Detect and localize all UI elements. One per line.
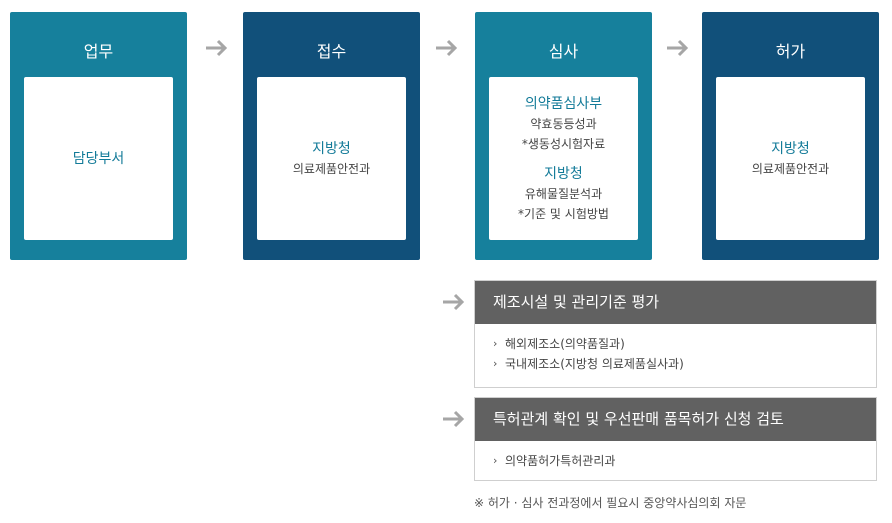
stage-box: 지방청 의료제품안전과 [716, 77, 865, 240]
chevron-right-icon: › [493, 337, 498, 350]
stage-box-heading: 담당부서 [72, 150, 125, 167]
chevron-right-icon: › [493, 454, 498, 467]
footnote: ※ 허가 · 심사 전과정에서 필요시 중앙약사심의회 자문 [474, 496, 747, 510]
stage-box-subtext: 유해물질분석과 [524, 186, 603, 201]
panel-body: › 해외제조소(의약품질과) › 국내제조소(지방청 의료제품실사과) [475, 324, 876, 374]
stage-box-subtext: 의료제품안전과 [292, 161, 371, 176]
panel-title: 특허관계 확인 및 우선판매 품목허가 신청 검토 [475, 398, 876, 441]
arrow-right-icon [442, 409, 466, 429]
arrow-right-icon [435, 38, 459, 58]
panel-body: › 의약품허가특허관리과 [475, 441, 876, 471]
list-item-text: 국내제조소(지방청 의료제품실사과) [505, 357, 684, 371]
list-item-text: 의약품허가특허관리과 [505, 454, 616, 468]
stage-box-heading: 의약품심사부 [524, 95, 603, 112]
stage-box-heading: 지방청 [312, 140, 351, 157]
stage-box-subtext: *생동성시험자료 [521, 136, 606, 151]
stage-box: 의약품심사부 약효동등성과 *생동성시험자료 지방청 유해물질분석과 *기준 및… [489, 77, 638, 240]
arrow-right-icon [442, 292, 466, 312]
stage-box-heading: 지방청 [771, 140, 810, 157]
stage-title: 접수 [316, 42, 347, 61]
list-item-text: 해외제조소(의약품질과) [505, 337, 625, 351]
panel-patent-review: 특허관계 확인 및 우선판매 품목허가 신청 검토 › 의약품허가특허관리과 [474, 397, 877, 481]
panel-title: 제조시설 및 관리기준 평가 [475, 281, 876, 324]
stage-review: 심사 의약품심사부 약효동등성과 *생동성시험자료 지방청 유해물질분석과 *기… [475, 12, 652, 260]
stage-box: 담당부서 [24, 77, 173, 240]
stage-box: 지방청 의료제품안전과 [257, 77, 406, 240]
list-item: › 해외제조소(의약품질과) [493, 334, 876, 354]
stage-box-subtext: *기준 및 시험방법 [518, 206, 609, 221]
stage-box-heading: 지방청 [544, 165, 583, 182]
list-item: › 국내제조소(지방청 의료제품실사과) [493, 354, 876, 374]
panel-facility-evaluation: 제조시설 및 관리기준 평가 › 해외제조소(의약품질과) › 국내제조소(지방… [474, 280, 877, 388]
stage-title: 허가 [775, 42, 806, 61]
stage-task: 업무 담당부서 [10, 12, 187, 260]
stage-box-subtext: 의료제품안전과 [751, 161, 830, 176]
stage-approval: 허가 지방청 의료제품안전과 [702, 12, 879, 260]
stage-title: 심사 [548, 42, 579, 61]
arrow-right-icon [205, 38, 229, 58]
list-item: › 의약품허가특허관리과 [493, 451, 876, 471]
chevron-right-icon: › [493, 357, 498, 370]
arrow-right-icon [666, 38, 690, 58]
stage-receipt: 접수 지방청 의료제품안전과 [243, 12, 420, 260]
stage-title: 업무 [83, 42, 114, 61]
stage-box-subtext: 약효동등성과 [530, 116, 597, 131]
